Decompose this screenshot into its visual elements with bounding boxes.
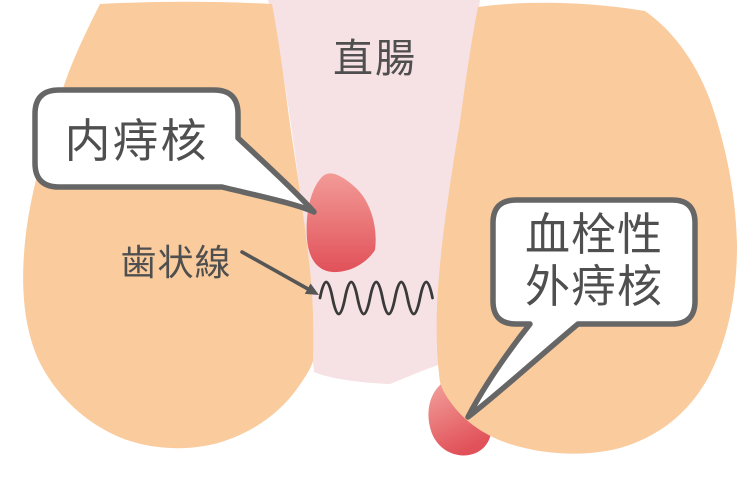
external-hemorrhoid-callout-line2: 外痔核 xyxy=(524,260,663,313)
anal-canal-shape xyxy=(268,0,480,384)
dentate-wavy-line xyxy=(318,280,434,316)
dentate-line-label: 歯状線 xyxy=(120,243,232,284)
internal-hemorrhoid-callout-text: 内痔核 xyxy=(35,88,238,187)
external-hemorrhoid-callout-text: 血栓性 外痔核 xyxy=(493,198,695,324)
dentate-arrow xyxy=(240,250,319,295)
external-hemorrhoid-callout-line1: 血栓性 xyxy=(524,207,663,261)
left-buttock-shape xyxy=(23,1,314,449)
rectum-title-label: 直腸 xyxy=(333,36,417,82)
internal-hemorrhoid-callout-line: 内痔核 xyxy=(64,113,209,168)
internal-hemorrhoid-shape xyxy=(306,173,376,273)
external-callout-bubble xyxy=(465,197,698,420)
internal-callout-bubble xyxy=(32,87,317,215)
